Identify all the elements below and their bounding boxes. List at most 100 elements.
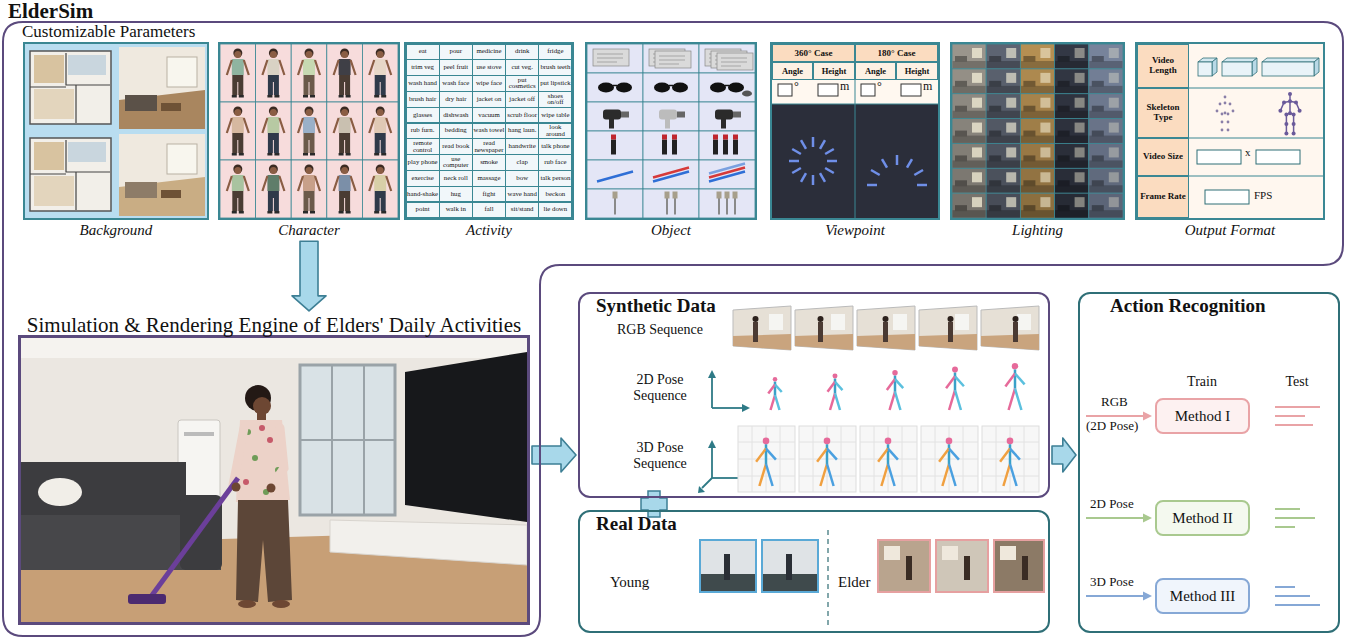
activity-cell: brush hair [407, 92, 439, 107]
plan-room [34, 176, 74, 206]
box-front [1262, 62, 1314, 76]
activity-cell: put lipstick [539, 76, 571, 91]
pose-bone [1015, 389, 1021, 410]
text-holder: Lighting [946, 222, 1129, 239]
lighting-sofa [1058, 205, 1070, 211]
camera-tick [792, 168, 801, 173]
activity-cell: rub furn. [407, 124, 439, 139]
hair [376, 49, 385, 58]
camera-tick [882, 159, 887, 168]
pose-bone [1003, 464, 1010, 486]
lighting-thumb [1055, 69, 1089, 94]
skeleton-joint [1219, 103, 1222, 106]
plan-room [34, 55, 64, 83]
pants [304, 133, 315, 153]
lighting-window [1006, 197, 1016, 207]
arms [369, 176, 391, 191]
character-figure [220, 160, 256, 218]
camera-tick [812, 175, 815, 185]
activity-cell: cut veg. [506, 60, 538, 75]
skeleton-joint [1278, 109, 1282, 113]
lighting-sofa [989, 131, 1001, 137]
foot [232, 153, 237, 156]
node-label: Young [610, 574, 649, 591]
lighting-thumb [952, 94, 986, 119]
foot [274, 153, 279, 156]
lighting-thumb [952, 69, 986, 94]
node-label: look around [540, 124, 571, 138]
lighting-window [972, 147, 982, 157]
character-figure [291, 44, 327, 102]
pose-bone [939, 449, 949, 462]
node-label: Elder [838, 574, 870, 591]
lighting-sofa [1092, 81, 1104, 87]
young-photo [762, 540, 818, 592]
shirt [232, 59, 244, 75]
node-label: vacuum [474, 112, 505, 119]
flower [259, 425, 265, 431]
camera-tick [820, 173, 825, 182]
hair [269, 107, 278, 116]
pose-head [1012, 363, 1018, 369]
lighting-floor [1021, 86, 1054, 93]
node-label: Angle [773, 66, 812, 76]
pants [339, 75, 350, 95]
lipstick-case [713, 140, 718, 155]
shirt [339, 117, 351, 133]
camera-tick [792, 149, 801, 154]
newspaper [655, 51, 691, 68]
activity-cell: dishwash [440, 108, 472, 123]
lighting-window [1040, 123, 1050, 133]
foot [310, 95, 315, 98]
node-label: wash hand [407, 80, 438, 87]
lighting-floor [953, 210, 986, 217]
photo-person [906, 556, 912, 580]
character-cell [327, 160, 363, 218]
hair [305, 165, 314, 174]
rgb-person [883, 322, 888, 342]
pose-bone [828, 382, 835, 392]
toothbrush [653, 168, 689, 178]
hair [233, 165, 242, 174]
pose-bone [887, 444, 890, 464]
lipstick-tip [713, 135, 718, 140]
activity-cell: hug [440, 187, 472, 202]
lighting-sofa [1023, 81, 1035, 87]
face [341, 109, 348, 116]
node-label: brush teeth [540, 64, 571, 71]
node-label: play phone [407, 159, 438, 166]
leg-gap [309, 140, 310, 153]
toothbrush [597, 172, 633, 182]
skeleton-joint [1232, 110, 1235, 113]
foot [381, 153, 386, 156]
pose-bone [771, 395, 776, 410]
text-holder: Young [610, 574, 649, 591]
text-holder: Output Format [1131, 222, 1329, 239]
leg-gap [309, 198, 310, 211]
object-cell [587, 44, 643, 73]
pose-bone [1000, 449, 1010, 462]
activity-cell: fight [473, 187, 505, 202]
render-wall [119, 134, 205, 216]
lighting-window [1040, 197, 1050, 207]
lighting-sofa [1058, 155, 1070, 161]
leg-gap [380, 82, 381, 95]
pose-bone [946, 376, 955, 388]
character-figure [291, 160, 327, 218]
node-label: medicine [474, 48, 505, 55]
text-holder: 2D Pose Sequence [620, 372, 700, 404]
render-wall [119, 47, 205, 129]
viewpoint-header-cell: 180° Case [855, 44, 938, 62]
annotation-label: Customizable Parameters [22, 23, 195, 40]
pose-head [892, 370, 897, 375]
object-cell [699, 131, 755, 160]
clip-length-box [1198, 58, 1217, 76]
viewpoint-label-cell: Height [813, 62, 855, 80]
input-arrowhead [1143, 412, 1152, 421]
skeleton-joint [1216, 110, 1219, 113]
shirt [303, 59, 315, 75]
face [270, 109, 277, 116]
lighting-sofa [1058, 180, 1070, 186]
pose3d-panel [921, 426, 978, 492]
